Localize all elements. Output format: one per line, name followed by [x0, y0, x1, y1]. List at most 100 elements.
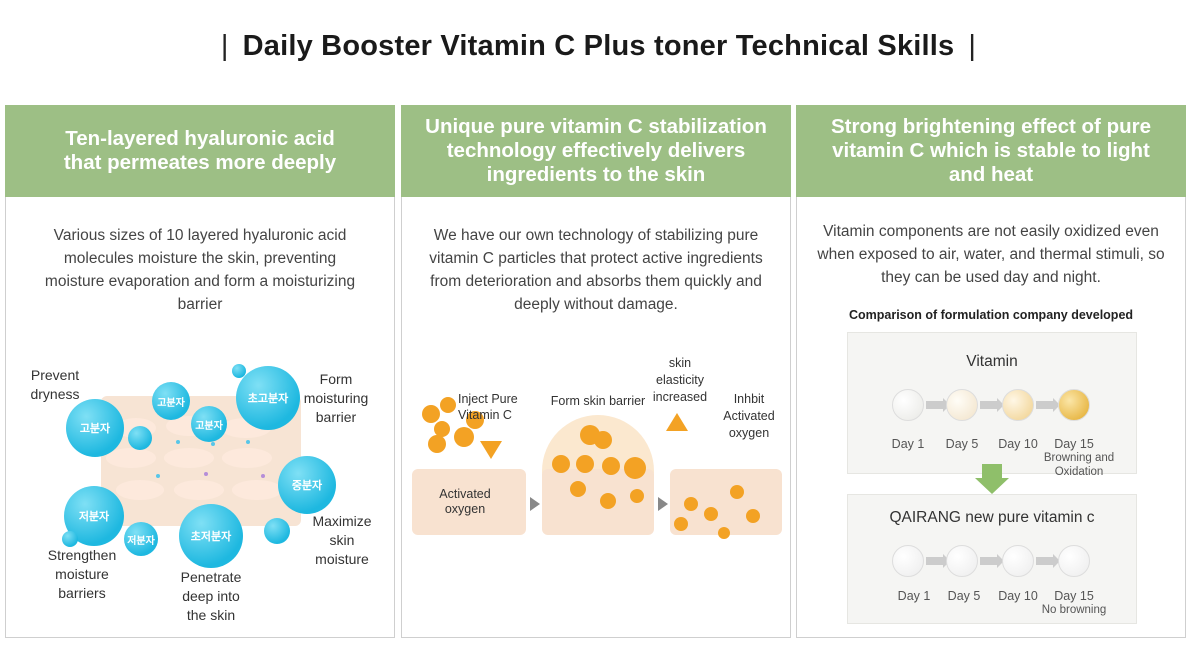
skin-cell: [222, 448, 272, 468]
browning-note: Browning and Oxidation: [1043, 452, 1115, 478]
panel-heading: Ten-layered hyaluronic acid that permeat…: [5, 105, 395, 197]
page-title: | Daily Booster Vitamin C Plus toner Tech…: [0, 30, 1197, 63]
vitamin-particle: [704, 507, 718, 521]
bubble-high-molecular: 고분자: [191, 406, 227, 442]
vitamin-particle: [602, 457, 620, 475]
vitamin-particle: [594, 431, 612, 449]
qairang-day15-circle: [1058, 545, 1090, 577]
day-label: Day 1: [891, 437, 925, 451]
molecule-dot: [176, 440, 180, 444]
vitamin-particle: [440, 397, 456, 413]
down-arrow-head: [975, 478, 1009, 494]
bubble-high-molecular: 고분자: [152, 382, 190, 420]
day-label: Day 5: [945, 437, 979, 451]
vitamin-particle: [454, 427, 474, 447]
vitamin-particle: [466, 411, 484, 429]
progress-arrow: [1036, 554, 1060, 568]
vitamin-day1-circle: [892, 389, 924, 421]
label-penetrate-deep: Penetrate deep into the skin: [180, 569, 242, 623]
skin-cell: [232, 480, 282, 500]
molecule-dot: [246, 440, 250, 444]
stabilization-illustration: Inject Pure Vitamin C Activated oxygen F…: [402, 351, 792, 551]
vitamin-particle: [630, 489, 644, 503]
title-bar-left: |: [220, 30, 229, 62]
progress-arrow: [926, 554, 950, 568]
title-bar-right: |: [968, 30, 977, 62]
vitamin-day10-circle: [1002, 389, 1034, 421]
vitamin-particle: [600, 493, 616, 509]
bubble-small: [232, 364, 246, 378]
day-label: Day 10: [998, 437, 1038, 451]
progress-arrow: [980, 554, 1004, 568]
progress-arrow: [980, 398, 1004, 412]
qairang-day1-circle: [892, 545, 924, 577]
no-browning-note: No browning: [1041, 604, 1107, 616]
label-strengthen-barriers: Strengthen moisture barriers: [47, 547, 117, 601]
bubble-small: [264, 518, 290, 544]
day-label: Day 1: [897, 589, 931, 603]
molecule-dot: [211, 442, 215, 446]
day-label: Day 10: [998, 589, 1038, 603]
qairang-day5-circle: [946, 545, 978, 577]
panel-description: Various sizes of 10 layered hyaluronic a…: [44, 227, 356, 313]
bubble-low-molecular: 저분자: [124, 522, 158, 556]
step-arrow: [530, 497, 540, 511]
panel-description: We have our own technology of stabilizin…: [429, 227, 763, 313]
qairang-day10-circle: [1002, 545, 1034, 577]
molecule-dot: [261, 474, 265, 478]
bubble-small: [62, 531, 78, 547]
title-text: Daily Booster Vitamin C Plus toner Techn…: [242, 30, 955, 62]
skin-cell: [116, 480, 164, 500]
elasticity-arrow: [666, 413, 688, 431]
skin-cell: [174, 480, 224, 500]
panel-heading: Strong brightening effect of pure vitami…: [796, 105, 1186, 197]
label-inject-vitamin: Inject Pure Vitamin C: [458, 392, 518, 422]
panel-vitamin-c-stabilization: Unique pure vitamin C stabilization tech…: [401, 105, 791, 638]
vitamin-particle: [674, 517, 688, 531]
panel-brightening: Strong brightening effect of pure vitami…: [796, 105, 1186, 638]
bubble-ultra-low-molecular: 초저분자: [179, 504, 243, 568]
molecule-dot: [204, 472, 208, 476]
label-inhibit-oxygen: Inhbit Activated oxygen: [723, 392, 775, 440]
vitamin-particle: [718, 527, 730, 539]
label-form-barrier: Form moisturing barrier: [303, 371, 369, 425]
vitamin-particle: [576, 455, 594, 473]
step-arrow: [658, 497, 668, 511]
inject-arrow: [480, 441, 502, 459]
vitamin-particle: [746, 509, 760, 523]
vitamin-particle: [552, 455, 570, 473]
day-label: Day 15: [1054, 589, 1094, 603]
vitamin-box-title: Vitamin: [966, 353, 1018, 370]
skin-block-1: [412, 469, 526, 535]
skin-cell: [106, 448, 156, 468]
molecule-dot: [156, 474, 160, 478]
skin-cell: [164, 448, 214, 468]
vitamin-particle: [730, 485, 744, 499]
vitamin-particle: [624, 457, 646, 479]
day-label: Day 15: [1054, 437, 1094, 451]
vitamin-day15-circle: [1058, 389, 1090, 421]
qairang-box-title: QAIRANG new pure vitamin c: [889, 509, 1095, 526]
label-activated-oxygen: Activated oxygen: [439, 487, 491, 516]
panel-hyaluronic: Ten-layered hyaluronic acid that permeat…: [5, 105, 395, 638]
down-arrow-icon: [982, 464, 1002, 480]
label-maximize-moisture: Maximize skin moisture: [312, 513, 372, 567]
vitamin-day5-circle: [946, 389, 978, 421]
bubble-medium-molecular: 중분자: [278, 456, 336, 514]
comparison-title: Comparison of formulation company develo…: [848, 308, 1134, 322]
vitamin-particle: [684, 497, 698, 511]
label-prevent-dryness: Prevent dryness: [30, 367, 80, 402]
vitamin-particle: [570, 481, 586, 497]
panel-heading: Unique pure vitamin C stabilization tech…: [401, 105, 791, 197]
hyaluronic-illustration: 고분자 고분자 고분자 초고분자 중분자 저분자 저분자 초저분자 Preven…: [6, 356, 396, 636]
bubble-small: [128, 426, 152, 450]
qairang-comparison-box: QAIRANG new pure vitamin c Day 1 Day 5 D…: [847, 494, 1137, 624]
label-skin-elasticity: skin elasticity increased: [652, 356, 708, 404]
day-label: Day 5: [947, 589, 981, 603]
vitamin-comparison-box: Vitamin Day 1 Day 5 Day 10 Day 15 Browni…: [847, 332, 1137, 478]
label-form-skin-barrier: Form skin barrier: [550, 394, 646, 408]
progress-arrow: [926, 398, 950, 412]
vitamin-particle: [428, 435, 446, 453]
bubble-high-molecular: 고분자: [66, 399, 124, 457]
progress-arrow: [1036, 398, 1060, 412]
